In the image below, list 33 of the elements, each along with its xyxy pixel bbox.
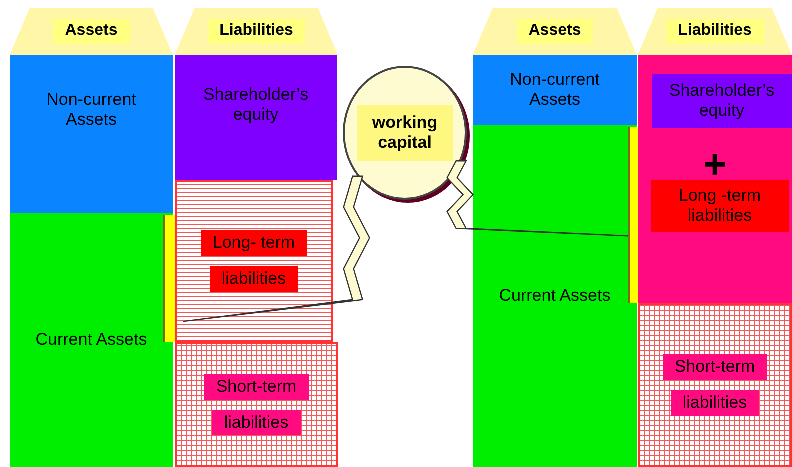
header-label: Liabilities: [666, 19, 764, 44]
block-label: Long- term: [200, 230, 308, 256]
hatched-liability-block: [175, 342, 338, 467]
plus-sign: +: [703, 145, 727, 185]
balance-block: [651, 180, 789, 232]
balance-block: [638, 55, 792, 303]
balance-block: [652, 74, 792, 128]
block-label: liabilities: [670, 390, 760, 416]
header-label: Assets: [53, 19, 130, 44]
callout-pointer: [446, 160, 629, 237]
balance-block: [473, 125, 637, 467]
block-label: working capital: [357, 105, 453, 161]
block-label: liabilities: [212, 410, 301, 436]
balance-block: [10, 55, 173, 213]
hatched-liability-block: [638, 303, 792, 467]
column-header-tab: [638, 8, 792, 55]
block-label: Current Assets: [36, 330, 148, 350]
block-label: Non-current Assets: [46, 90, 138, 130]
block-label: Current Assets: [499, 286, 611, 306]
block-label: Short-term: [662, 354, 768, 380]
balance-block: [473, 55, 637, 125]
block-label: Shareholder’s equity: [668, 81, 776, 121]
block-label: Non-current Assets: [509, 70, 601, 110]
block-label: Long -term liabilities: [678, 186, 762, 226]
callout-pointer: [182, 176, 370, 322]
header-label: Assets: [516, 19, 594, 44]
header-label: Liabilities: [208, 19, 306, 44]
block-label: Shareholder’s equity: [202, 85, 310, 124]
block-label: Short-term: [204, 374, 309, 400]
hatched-liability-block: [175, 180, 333, 342]
balance-block: [10, 213, 173, 467]
balance-block: [175, 55, 337, 180]
block-label: liabilities: [210, 266, 298, 292]
